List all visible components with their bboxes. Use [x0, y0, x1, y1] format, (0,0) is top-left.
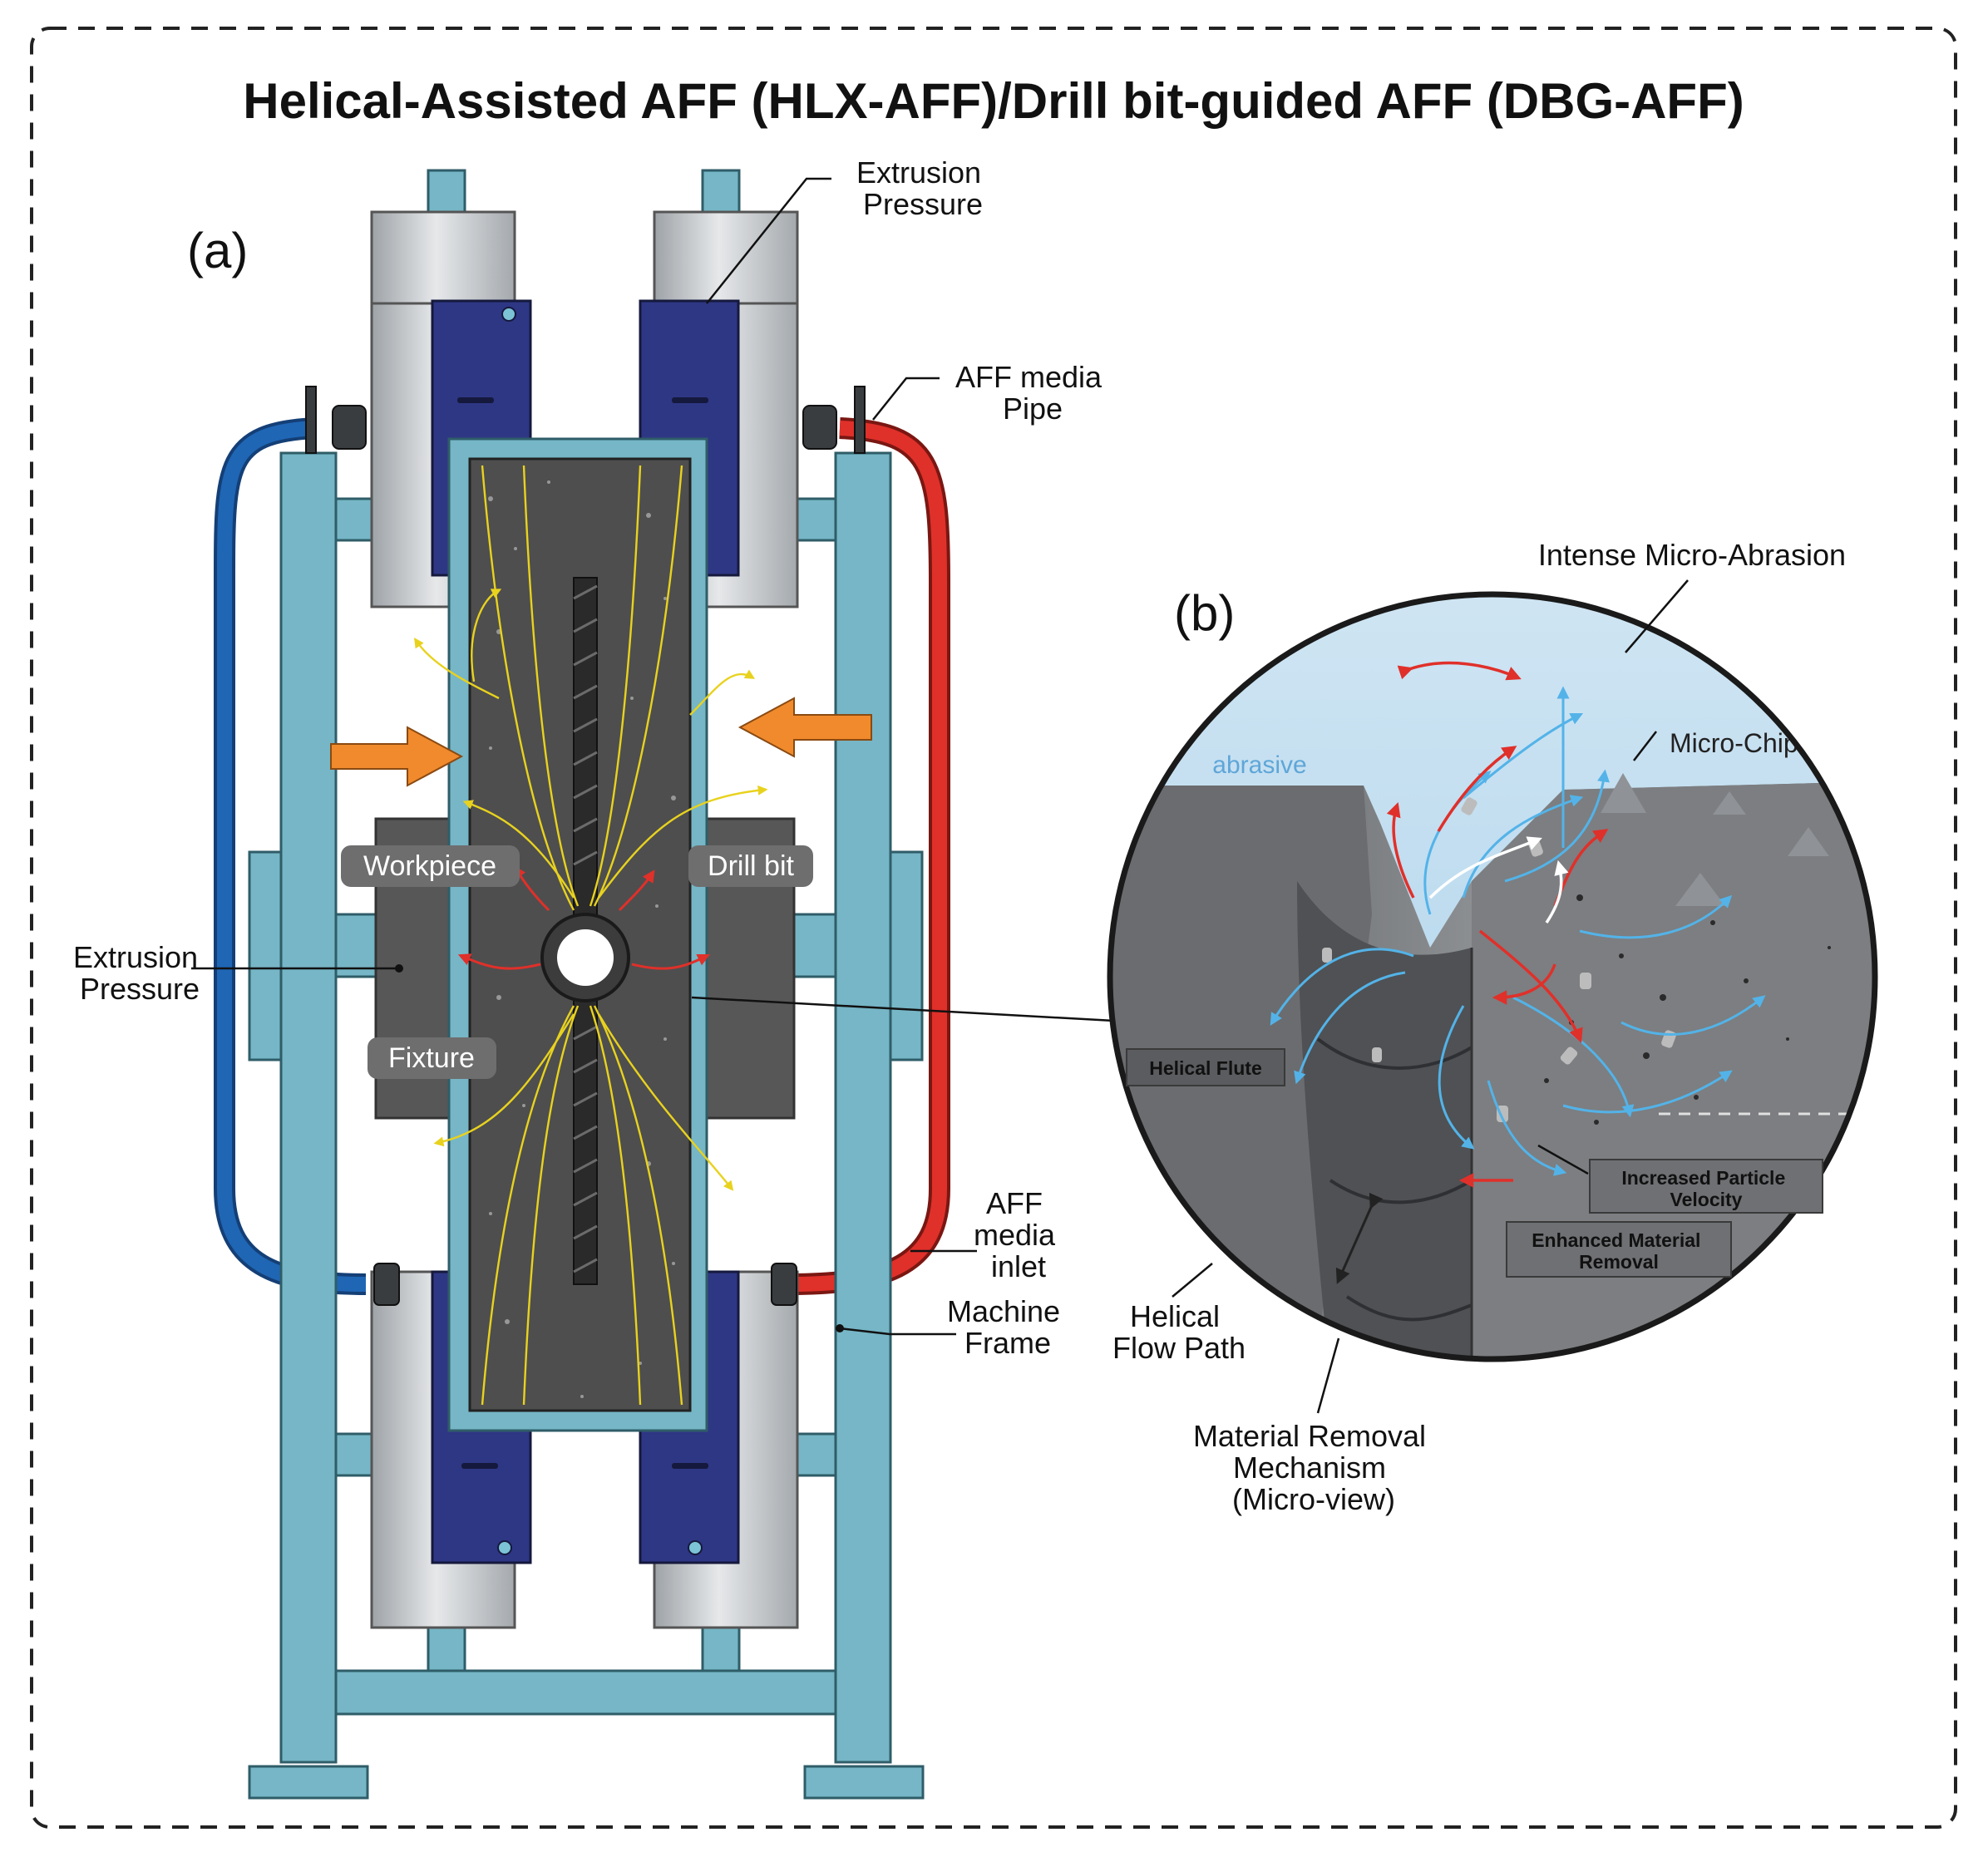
workpiece-label: Workpiece: [341, 845, 520, 887]
enhanced-removal-label: Enhanced Material Removal: [1506, 1221, 1732, 1278]
panel-b-tag: (b): [1174, 585, 1235, 641]
svg-text:Enhanced Material Remo: Enhanced Material Removal: [1532, 1229, 1706, 1273]
dashed-border: [30, 27, 1957, 1829]
panel-a-tag: (a): [187, 223, 248, 278]
fixture-label: Fixture: [368, 1037, 496, 1079]
diagram-title: Helical-Assisted AFF (HLX-AFF)/Drill bit…: [243, 73, 1744, 129]
svg-text:Increased Particle Vel: Increased Particle Velocity: [1621, 1167, 1790, 1210]
pressure-arrow-left: [330, 726, 464, 787]
pressure-arrow-right: [737, 697, 872, 758]
flow-lines: [414, 465, 768, 1406]
svg-text:Fixture: Fixture: [388, 1042, 475, 1074]
intense-abrasion-label: Intense Micro-Abrasion: [1538, 538, 1846, 572]
svg-text:Helical Flute: Helical Flute: [1149, 1057, 1261, 1079]
panel-a: (a): [73, 155, 1115, 1800]
micro-chip: [1601, 773, 1646, 813]
machine-frame-label: Machine Frame: [947, 1294, 1068, 1360]
helical-flow-path-label: Helical Flow Path: [1112, 1299, 1246, 1365]
helical-flute-label: Helical Flute: [1126, 1048, 1285, 1086]
svg-text:Drill bit: Drill bit: [708, 850, 794, 882]
extrusion-pressure-top: Extrusion Pressure: [856, 155, 989, 221]
drill-bit-label: Drill bit: [688, 845, 813, 887]
micro-view-circle: abrasive Micro-Chips: [1110, 594, 1875, 1359]
mechanism-label: Material Removal Mechanism (Micro-view): [1193, 1419, 1434, 1516]
abrasive-label: abrasive: [1212, 751, 1306, 779]
svg-text:Workpiece: Workpiece: [363, 850, 496, 882]
extrusion-pressure-left: Extrusion Pressure: [73, 940, 206, 1006]
media-inlet-label: AFF media inlet: [974, 1186, 1063, 1283]
particle-velocity-label: Increased Particle Velocity: [1589, 1159, 1823, 1214]
media-pipe-label: AFF media Pipe: [955, 360, 1110, 426]
panel-b: (b): [1107, 538, 1878, 1516]
